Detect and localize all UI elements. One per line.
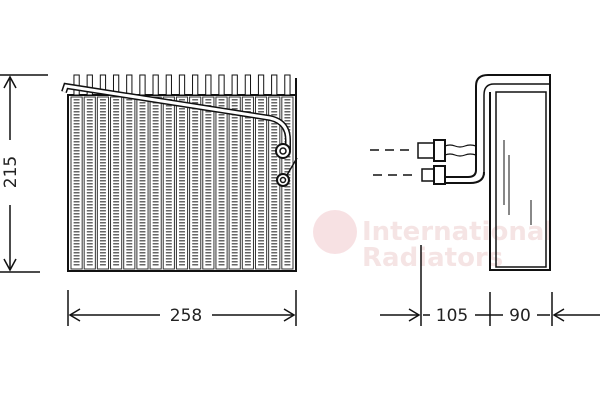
fin-tube: [241, 96, 254, 270]
fin-tube: [228, 96, 241, 270]
tube-end: [139, 74, 146, 96]
fin-column: [241, 74, 254, 270]
lower-nut: [433, 165, 446, 185]
watermark-line1: International: [362, 217, 553, 247]
tube-end: [218, 74, 225, 96]
arrow-up-icon: [3, 75, 17, 89]
inlet-pipe-inner: [62, 84, 290, 150]
upper-nut: [433, 139, 446, 162]
lower-fitting: [421, 168, 435, 182]
tube-end: [231, 74, 238, 96]
width-label: 258: [170, 306, 202, 326]
fin-tube: [149, 96, 162, 270]
tube-end: [244, 74, 252, 96]
upper-fitting: [417, 142, 435, 159]
fin-tube: [254, 96, 268, 270]
fin-column: [162, 74, 175, 270]
fin-tube: [189, 96, 202, 270]
fin-column: [96, 74, 110, 270]
height-label: 215: [1, 156, 21, 188]
fin-column: [110, 74, 123, 270]
fin-column: [268, 74, 281, 270]
fin-column: [281, 74, 294, 270]
fin-column: [123, 74, 136, 270]
width-dimension: [67, 290, 297, 326]
tube-end: [271, 74, 278, 96]
fitting-pipe: [286, 157, 298, 176]
watermark-emblem: [313, 210, 357, 254]
depth-label: 90: [509, 306, 531, 326]
fin-tube: [175, 96, 189, 270]
tube-end: [205, 74, 212, 96]
front-view: [61, 74, 298, 272]
arrow-right-icon: [283, 308, 296, 322]
fitting-lower-hole: [279, 176, 287, 184]
fin-tube: [110, 96, 123, 270]
upper-hose: [444, 153, 477, 157]
arrow-left-icon: [68, 308, 81, 322]
side-core: [495, 91, 547, 268]
watermark-logo: International Radiators: [313, 210, 553, 273]
tube-end: [99, 74, 107, 96]
pipe-inner-bend: [483, 83, 550, 175]
fin-column: [228, 74, 241, 270]
arrow-left-icon: [552, 308, 565, 322]
fin-column: [254, 74, 268, 270]
tube-end: [86, 74, 93, 96]
fitting-upper: [275, 143, 291, 159]
fin-tube: [202, 96, 215, 270]
side-view: [370, 74, 551, 271]
fin-tube: [70, 96, 83, 270]
fitting-upper-hole: [279, 147, 287, 155]
side-body-outline: [475, 74, 551, 271]
tube-end: [178, 74, 186, 96]
lower-pipe-outer: [445, 171, 485, 184]
side-dimensions: [380, 245, 600, 326]
fin-tube: [215, 96, 228, 270]
tube-end: [192, 74, 199, 96]
fin-column: [175, 74, 189, 270]
fin-column: [70, 74, 83, 270]
tube-end: [257, 74, 265, 96]
lower-pipe: [445, 100, 477, 178]
offset-label: 105: [436, 306, 468, 326]
fin-tube: [83, 96, 96, 270]
tube-end: [152, 74, 159, 96]
fin-columns: [70, 74, 294, 270]
fin-column: [215, 74, 228, 270]
tube-end: [126, 74, 133, 96]
tube-end: [284, 74, 291, 96]
fin-column: [202, 74, 215, 270]
tube-end: [165, 74, 172, 96]
fin-column: [83, 74, 96, 270]
fin-column: [149, 74, 162, 270]
arrow-right-icon: [408, 308, 421, 322]
fin-tube: [162, 96, 175, 270]
fin-tube: [96, 96, 110, 270]
fitting-lower: [276, 173, 290, 187]
upper-hose: [444, 144, 477, 148]
fin-column: [189, 74, 202, 270]
watermark-line2: Radiators: [362, 243, 503, 273]
arrow-down-icon: [3, 258, 17, 272]
fin-column: [136, 74, 149, 270]
height-dimension: [0, 74, 48, 273]
